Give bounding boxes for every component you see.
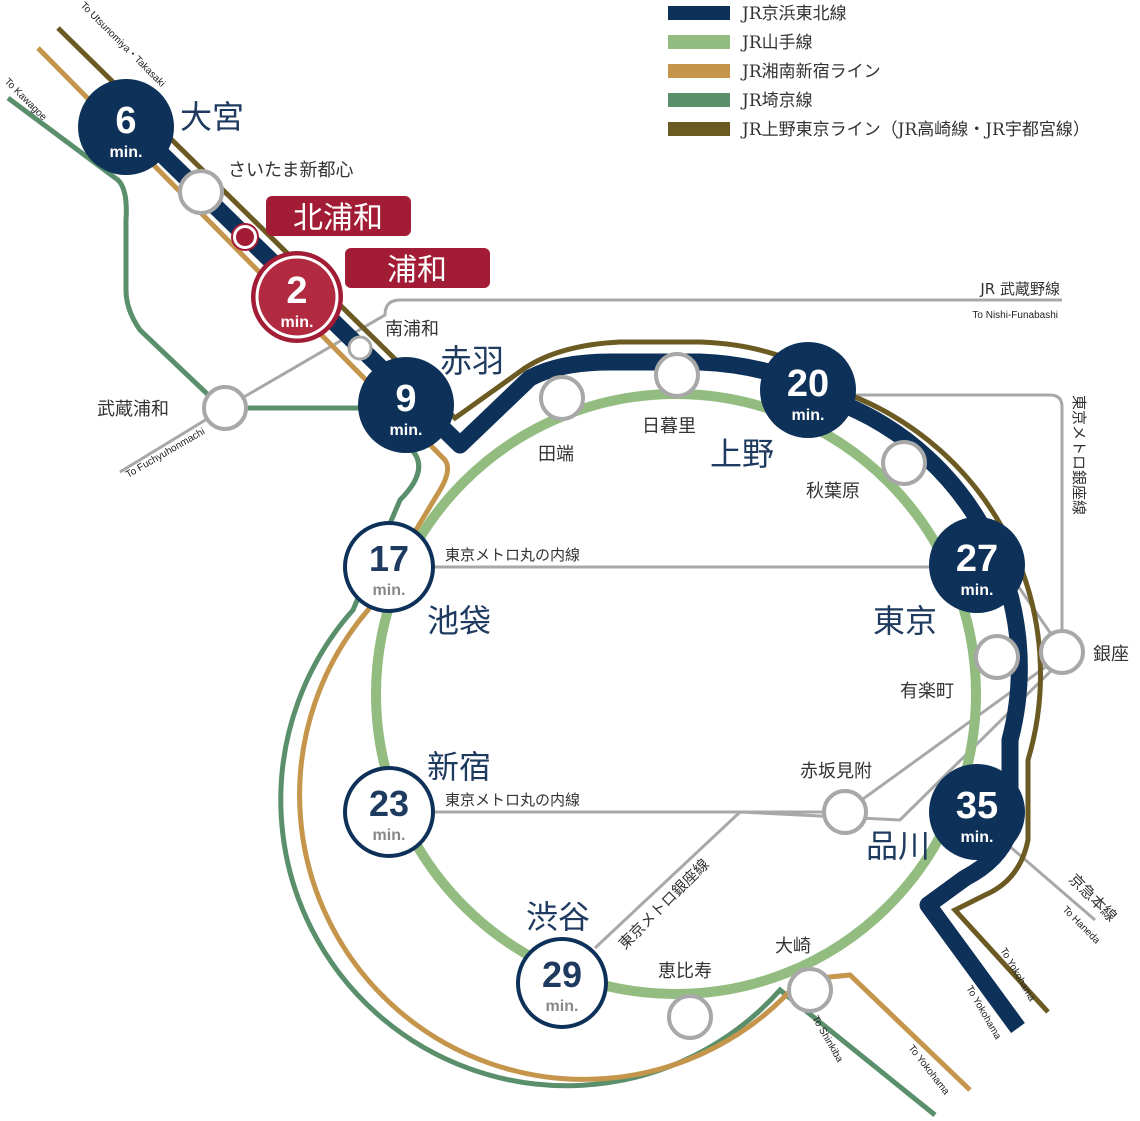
station-marker-ebisu[interactable]	[667, 994, 713, 1040]
time-unit-omiya: min.	[110, 144, 143, 161]
label-osaki: 大崎	[775, 936, 811, 957]
time-unit-shibuya: min.	[546, 998, 579, 1015]
legend-swatch-shonan	[668, 64, 730, 78]
label-ebisu: 恵比寿	[658, 961, 712, 982]
label-ginza-line-diagonal: 東京メトロ銀座線	[615, 855, 713, 953]
highlight-labels: 北浦和 浦和	[266, 196, 490, 288]
label-saitama-shintoshin: さいたま新都心	[228, 160, 353, 181]
shonan-shinjuku-line	[36, 46, 972, 1092]
legend-label-yamanote: JR山手線	[740, 33, 813, 53]
musashino-line	[119, 298, 1062, 474]
legend: JR京浜東北線 JR山手線 JR湘南新宿ライン JR埼京線 JR上野東京ライン（…	[668, 4, 1090, 140]
legend-label-ueno-tokyo: JR上野東京ライン（JR高崎線・JR宇都宮線）	[740, 120, 1090, 140]
time-unit-akabane: min.	[390, 422, 423, 439]
ginza-line	[593, 658, 1064, 950]
station-marker-ginza[interactable]	[1039, 629, 1085, 675]
label-tabata: 田端	[538, 444, 574, 465]
time-shibuya: 29	[542, 954, 582, 995]
label-omiya: 大宮	[180, 98, 244, 136]
legend-label-keihin-tohoku: JR京浜東北線	[740, 4, 847, 24]
station-marker-urawa-ring	[255, 255, 339, 339]
legend-swatch-ueno-tokyo	[668, 122, 730, 136]
station-marker-nippori[interactable]	[654, 352, 700, 398]
station-marker-osaki[interactable]	[787, 967, 833, 1013]
label-marunouchi-upper: 東京メトロ丸の内線	[445, 546, 580, 564]
legend-swatch-saikyo	[668, 93, 730, 107]
minor-station-names: さいたま新都心 南浦和 武蔵浦和 田端 日暮里 秋葉原 有楽町 銀座 赤坂見附 …	[97, 160, 1129, 982]
label-ikebukuro: 池袋	[427, 602, 491, 640]
station-marker-tabata[interactable]	[539, 375, 585, 421]
station-markers	[78, 79, 1085, 1040]
station-marker-minami-urawa[interactable]	[347, 335, 373, 361]
label-akabane: 赤羽	[440, 342, 504, 380]
station-marker-saitama-shintoshin[interactable]	[178, 169, 224, 215]
keikyu-line	[999, 836, 1096, 922]
time-omiya: 6	[115, 100, 136, 142]
label-shibuya: 渋谷	[526, 898, 590, 936]
time-unit-ueno: min.	[792, 407, 825, 424]
major-station-names: 大宮 赤羽 上野 東京 池袋 新宿 品川 渋谷	[180, 98, 937, 936]
label-musashino-line: JR 武蔵野線	[979, 280, 1060, 298]
station-marker-ueno[interactable]	[760, 342, 856, 438]
travel-times: 6 min. 2 min. 9 min. 20 min. 27 min. 35 …	[110, 100, 999, 1015]
legend-swatch-keihin-tohoku	[668, 6, 730, 20]
label-nippori: 日暮里	[642, 416, 696, 437]
label-shinjuku: 新宿	[427, 748, 491, 786]
time-ikebukuro: 17	[369, 538, 409, 579]
station-marker-musashi-urawa[interactable]	[202, 385, 248, 431]
dest-nishi-funabashi: To Nishi-Funabashi	[972, 310, 1058, 321]
legend-label-saikyo: JR埼京線	[740, 91, 813, 111]
dest-utsunomiya: To Utsunomiya・Takasaki	[78, 0, 167, 89]
time-tokyo: 27	[956, 538, 998, 580]
time-shinjuku: 23	[369, 783, 409, 824]
time-akabane: 9	[395, 378, 416, 420]
label-ueno: 上野	[710, 435, 774, 473]
time-shinagawa: 35	[956, 785, 998, 827]
station-marker-akasaka-mitsuke[interactable]	[822, 789, 868, 835]
ueno-tokyo-line	[56, 26, 1050, 1014]
station-marker-yurakucho[interactable]	[974, 634, 1020, 680]
label-yurakucho: 有楽町	[900, 681, 954, 702]
station-marker-shibuya[interactable]	[516, 937, 608, 1029]
legend-label-shonan: JR湘南新宿ライン	[740, 62, 881, 82]
station-marker-kita-urawa-inner	[236, 228, 254, 246]
label-minami-urawa: 南浦和	[385, 319, 439, 340]
station-marker-tokyo[interactable]	[929, 517, 1025, 613]
time-ueno: 20	[787, 363, 829, 405]
station-marker-shinagawa[interactable]	[929, 764, 1025, 860]
urawa-label-bg	[345, 248, 490, 288]
time-unit-urawa: min.	[281, 314, 314, 331]
time-urawa: 2	[286, 270, 307, 312]
station-marker-akabane[interactable]	[358, 357, 454, 453]
label-musashi-urawa: 武蔵浦和	[97, 399, 169, 420]
label-ginza: 銀座	[1093, 644, 1129, 665]
label-ginza-line-vertical: 東京メトロ銀座線	[1070, 395, 1088, 515]
dest-fuchu: To Fuchyuhonmachi	[124, 426, 207, 480]
label-marunouchi-lower: 東京メトロ丸の内線	[445, 791, 580, 809]
label-tokyo: 東京	[873, 602, 937, 640]
station-marker-ikebukuro[interactable]	[343, 521, 435, 613]
ginza-line-ueno	[850, 393, 1064, 648]
time-unit-shinagawa: min.	[961, 829, 994, 846]
label-akasaka-mitsuke: 赤坂見附	[800, 761, 872, 782]
time-unit-shinjuku: min.	[373, 827, 406, 844]
kita-urawa-label: 北浦和	[293, 201, 383, 236]
urawa-label: 浦和	[387, 253, 447, 288]
legend-swatch-yamanote	[668, 35, 730, 49]
station-marker-omiya[interactable]	[78, 79, 174, 175]
label-akihabara: 秋葉原	[806, 481, 860, 502]
time-unit-ikebukuro: min.	[373, 582, 406, 599]
label-shinagawa: 品川	[866, 827, 930, 865]
station-marker-shinjuku[interactable]	[343, 766, 435, 858]
time-unit-tokyo: min.	[961, 582, 994, 599]
kita-urawa-label-bg	[266, 196, 411, 236]
station-marker-akihabara[interactable]	[881, 440, 927, 486]
